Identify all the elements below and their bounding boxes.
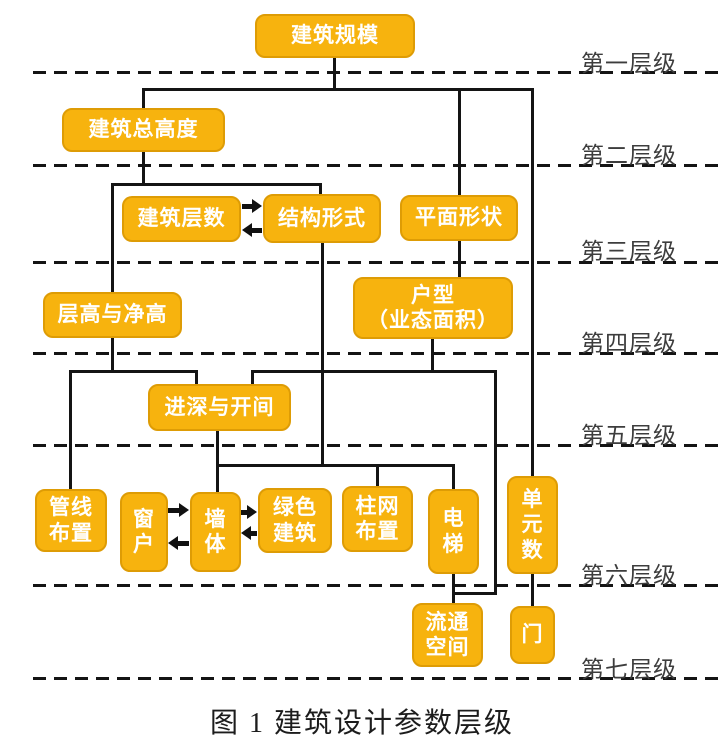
rail-right-level4	[251, 370, 497, 373]
node-pipeline-layout: 管线 布置	[35, 489, 107, 552]
arrow-green-to-wall-icon	[241, 526, 257, 540]
rail-level2	[111, 183, 322, 186]
level-divider-2	[33, 164, 724, 167]
connector-rail3-to-pipeline	[69, 370, 72, 491]
connector-unittype-to-rail4	[431, 337, 434, 373]
connector-floorheight-to-rail3	[111, 336, 114, 373]
node-total-height: 建筑总高度	[62, 108, 225, 152]
level-label-3: 第三层级	[581, 239, 677, 265]
rail-left-level4	[69, 370, 198, 373]
connector-rail1-to-unitcount	[531, 88, 534, 478]
level-label-6: 第六层级	[581, 563, 677, 589]
arrow-window-to-wall-icon	[168, 503, 189, 517]
level-label-2: 第二层级	[581, 143, 677, 169]
level-label-7: 第七层级	[581, 657, 677, 683]
connector-planshape-to-unittype	[458, 239, 461, 279]
connector-scale-to-rail1	[333, 56, 336, 90]
connector-depthbay-to-wall	[216, 429, 219, 493]
connector-rail2-to-structure	[319, 183, 322, 196]
connector-totalheight-to-rail2	[142, 150, 145, 185]
level-divider-3	[33, 261, 724, 264]
node-green-building: 绿色 建筑	[258, 488, 332, 553]
level-divider-6	[33, 584, 724, 587]
level-label-1: 第一层级	[581, 51, 677, 77]
level-divider-1	[33, 71, 724, 74]
node-unit-type: 户型 （业态面积）	[353, 277, 513, 339]
node-building-scale: 建筑规模	[255, 14, 415, 58]
node-column-grid: 柱网 布置	[342, 486, 413, 552]
node-door: 门	[510, 606, 555, 664]
arrow-floors-to-structure-icon	[242, 199, 262, 213]
node-wall: 墙 体	[190, 492, 241, 572]
node-circulation-space: 流通 空间	[412, 603, 483, 667]
node-elevator: 电 梯	[428, 489, 479, 574]
connector-rail4-down-long	[494, 370, 497, 595]
level-divider-7	[33, 677, 724, 680]
connector-structure-down	[321, 241, 324, 467]
level-divider-5	[33, 444, 724, 447]
arrow-structure-to-floors-icon	[242, 223, 262, 237]
level-label-4: 第四层级	[581, 331, 677, 357]
level-divider-4	[33, 352, 724, 355]
node-plan-shape: 平面形状	[400, 195, 518, 241]
connector-rail4-to-depthbay	[251, 370, 254, 386]
rail-level1	[142, 88, 534, 91]
connector-unitcount-to-door	[531, 573, 534, 608]
node-window: 窗 户	[120, 492, 168, 572]
arrow-wall-to-green-icon	[241, 505, 257, 519]
connector-rail2-to-floorheight	[111, 183, 114, 294]
rail-level6	[452, 592, 497, 595]
connector-elevator-to-circulation	[452, 572, 455, 606]
node-floor-count: 建筑层数	[122, 196, 241, 242]
connector-rail1-to-totalheight	[142, 88, 145, 110]
connector-rail1-to-planshape	[458, 88, 461, 197]
node-structural-form: 结构形式	[263, 194, 381, 243]
rail-level5	[216, 464, 455, 467]
node-unit-count: 单 元 数	[507, 476, 558, 574]
connector-rail5-to-elevator	[452, 465, 455, 491]
connector-rail5-to-columngrid	[376, 465, 379, 489]
level-label-5: 第五层级	[581, 423, 677, 449]
node-depth-bay: 进深与开间	[148, 384, 291, 431]
arrow-wall-to-window-icon	[168, 536, 189, 550]
connector-rail3-to-depthbay	[195, 370, 198, 386]
figure-caption: 图 1 建筑设计参数层级	[209, 708, 514, 739]
node-floor-height: 层高与净高	[43, 292, 182, 338]
